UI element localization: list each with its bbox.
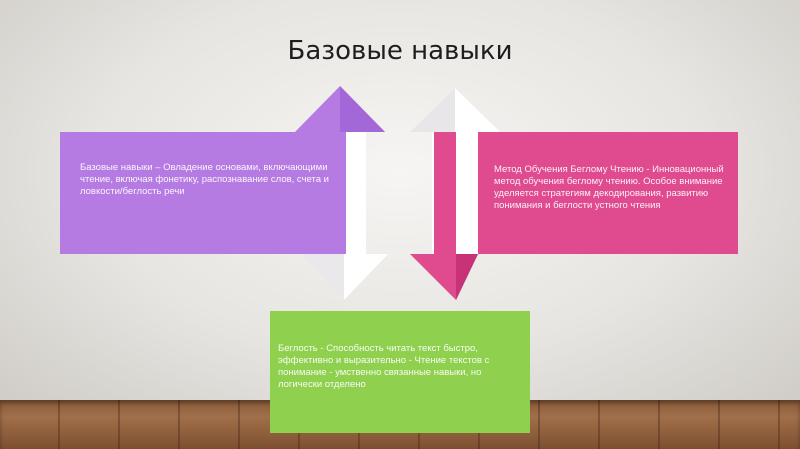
- fluency-block: Беглость - Способность читать текст быст…: [270, 311, 530, 433]
- fluent-reading-method-block: Метод Обучения Беглому Чтению - Инноваци…: [478, 132, 738, 254]
- pink-down-arrow-shade: [456, 254, 478, 300]
- fluency-text: Беглость - Способность читать текст быст…: [278, 343, 490, 390]
- basic-skills-block: Базовые навыки – Овладение основами, вкл…: [60, 132, 346, 254]
- white-down-arrow-shade: [300, 254, 344, 300]
- white-up-arrow-shade: [410, 88, 455, 132]
- purple-up-arrow-shade: [340, 86, 385, 132]
- fluent-reading-method-text: Метод Обучения Беглому Чтению - Инноваци…: [494, 164, 724, 211]
- slide-title: Базовые навыки: [287, 36, 513, 66]
- basic-skills-text: Базовые навыки – Овладение основами, вкл…: [80, 162, 329, 197]
